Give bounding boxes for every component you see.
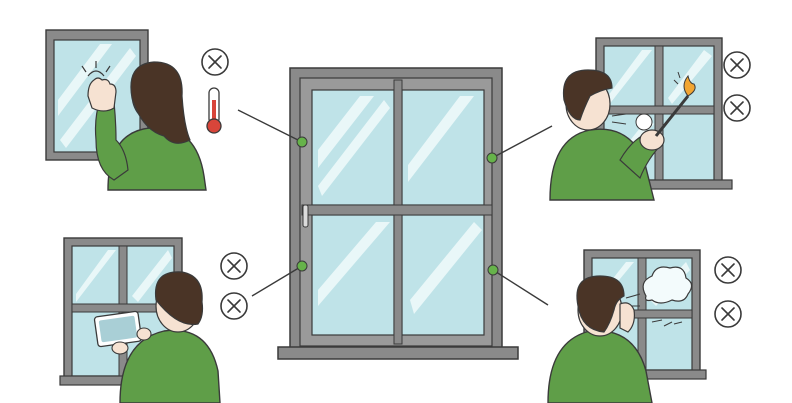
window-handle bbox=[302, 204, 309, 228]
connector-dot-icon bbox=[486, 152, 498, 164]
breath-cloud-icon bbox=[642, 266, 693, 327]
scene-tablet-check bbox=[59, 237, 248, 403]
center-window bbox=[277, 67, 519, 360]
connector-dot-icon bbox=[296, 260, 308, 272]
connector-dot-icon bbox=[487, 264, 499, 276]
cross-circle-icon bbox=[220, 292, 248, 320]
connector-dot-icon bbox=[296, 136, 308, 148]
thermometer-icon bbox=[206, 87, 222, 134]
cross-circle-icon bbox=[220, 252, 248, 280]
flame-icon bbox=[673, 71, 696, 97]
cross-circle-icon bbox=[723, 51, 751, 79]
cross-circle-icon bbox=[201, 48, 229, 76]
window-sill bbox=[277, 346, 519, 360]
cross-circle-icon bbox=[723, 94, 751, 122]
cross-circle-icon bbox=[714, 300, 742, 328]
center-window-glass bbox=[311, 89, 485, 336]
connectors bbox=[237, 109, 553, 306]
hand bbox=[619, 302, 635, 333]
scene-lighter-test bbox=[549, 37, 751, 201]
lighter-icon bbox=[635, 113, 653, 131]
cross-circle-icon bbox=[714, 256, 742, 284]
scene-breath-on-glass bbox=[547, 249, 742, 403]
scene-touch-glass bbox=[45, 29, 229, 191]
tablet-icon bbox=[93, 310, 143, 348]
hand bbox=[87, 77, 117, 112]
